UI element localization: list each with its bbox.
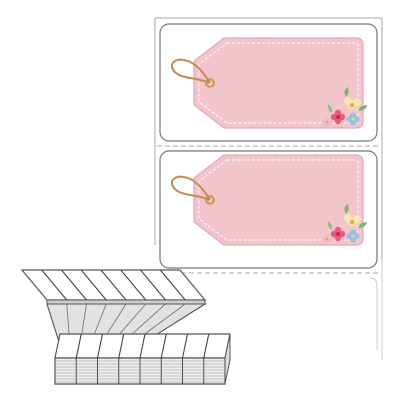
stack-strip-divider [139, 333, 146, 359]
stack-strip-divider [203, 333, 210, 359]
stack-bottom-block [54, 333, 231, 385]
stack-strip-divider [118, 333, 125, 359]
stack-strip-divider [181, 333, 189, 359]
label-2[interactable] [159, 150, 378, 269]
stack-strip-divider [80, 269, 107, 301]
stack-strip-divider [96, 333, 104, 359]
stack-strip-divider [61, 269, 87, 301]
stack-strip-divider [75, 333, 82, 359]
next-label-edge [369, 277, 378, 350]
stack-strip-divider [100, 269, 127, 301]
stack-strip-divider [41, 269, 68, 301]
label-sheet [154, 17, 383, 360]
stack-strip-divider [160, 333, 167, 359]
fanfold-label-stack-icon [20, 269, 231, 385]
label-1[interactable] [159, 23, 378, 142]
stack-top-layer [20, 269, 207, 305]
stack-strip-divider [140, 269, 166, 301]
stack-strip-divider [159, 269, 186, 301]
stack-strip-divider [120, 269, 147, 301]
